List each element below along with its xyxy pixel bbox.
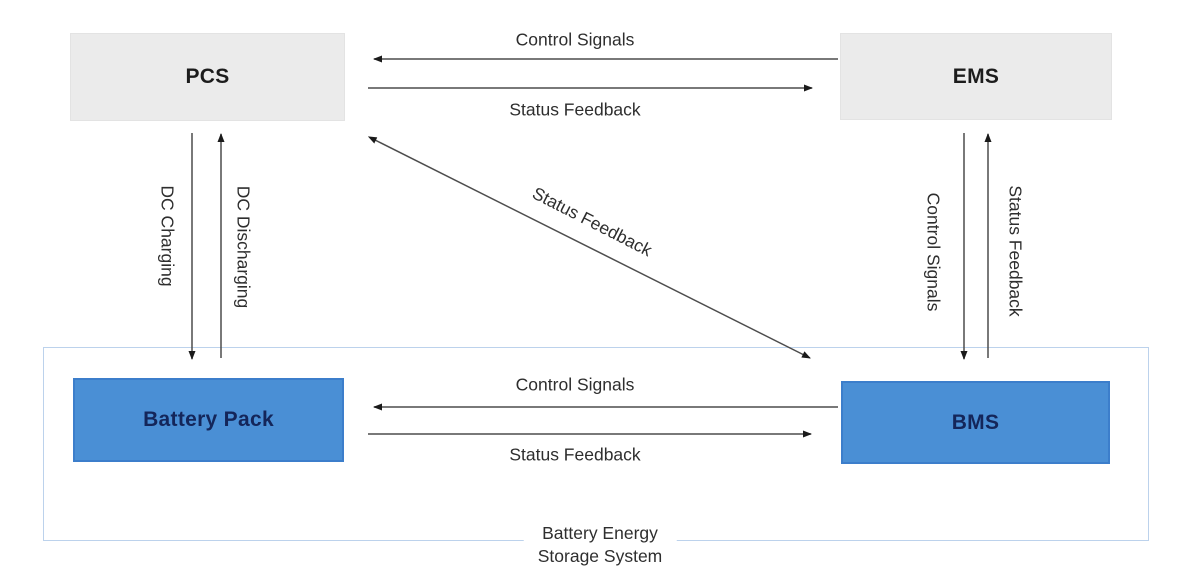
edge-label-pcs-to-ems-status: Status Feedback <box>509 99 641 120</box>
edge-label-battery-to-bms-status: Status Feedback <box>509 444 641 465</box>
bms-node-label: BMS <box>951 410 1000 434</box>
battery-pack-node: Battery Pack <box>73 378 344 462</box>
battery-pack-node-label: Battery Pack <box>143 408 274 431</box>
pcs-node: PCS <box>70 33 345 121</box>
edge-label-ems-to-bms-control: Control Signals <box>923 192 944 312</box>
edge-label-dc-discharging: DC Discharging <box>233 185 254 309</box>
bess-caption-line2: Storage System <box>537 546 663 566</box>
edge-label-ems-to-pcs-control: Control Signals <box>515 29 635 50</box>
ems-node: EMS <box>840 33 1112 120</box>
edge-label-dc-charging: DC Charging <box>157 185 178 287</box>
edge-label-bms-to-ems-status: Status Feedback <box>1005 185 1026 317</box>
bess-caption-line1: Battery Energy <box>542 523 658 543</box>
bess-caption: Battery Energy Storage System <box>523 520 677 570</box>
edge-label-bms-to-battery-control: Control Signals <box>515 374 635 395</box>
arrow-bms-pcs-diagonal-status <box>367 136 811 359</box>
bms-node: BMS <box>841 381 1110 464</box>
ems-node-label: EMS <box>952 64 1000 88</box>
pcs-node-label: PCS <box>185 65 230 88</box>
